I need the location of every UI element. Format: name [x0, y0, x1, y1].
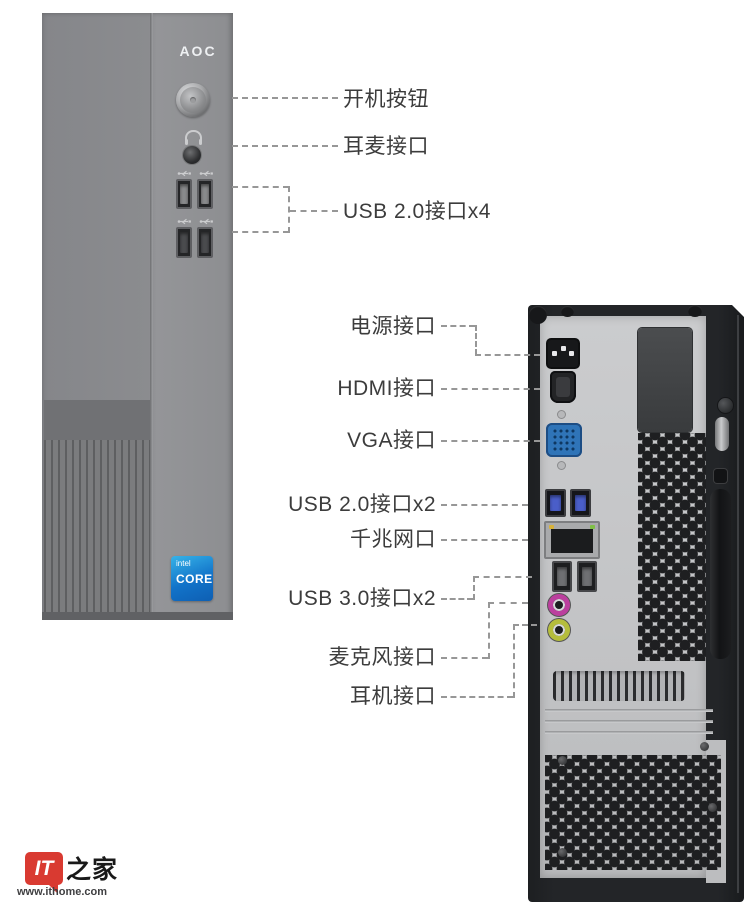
callout-line [473, 576, 475, 600]
front-usb-port [197, 227, 213, 258]
callout-line [475, 325, 477, 355]
vga-screw-post [557, 461, 566, 470]
usb-icon [177, 170, 191, 177]
callout-line [232, 186, 289, 188]
side-panel-latch [715, 417, 729, 451]
usb-icon [177, 218, 191, 225]
headphone-jack [548, 619, 570, 641]
ethernet-led [590, 525, 595, 529]
hex-vent [638, 433, 706, 661]
intel-logo-text: intel [176, 559, 191, 568]
power-pin [561, 346, 566, 351]
front-usb-port [176, 227, 192, 258]
label-power-button: 开机按钮 [343, 88, 429, 111]
rear-usb-black-port [552, 561, 572, 592]
label-power-inlet: 电源接口 [350, 315, 436, 338]
callout-line [513, 624, 515, 698]
hdmi-port [550, 371, 576, 403]
headset-icon [185, 130, 202, 145]
callout-line [441, 539, 528, 541]
vga-screw-post [557, 410, 566, 419]
headset-jack [183, 146, 201, 164]
callout-line [441, 504, 528, 506]
rear-usb-blue-port [545, 489, 566, 517]
front-base-edge [42, 612, 233, 620]
case-screw [529, 306, 547, 324]
vga-port [546, 423, 582, 457]
panel-ridge [545, 709, 713, 712]
psu-hex-vent [545, 755, 721, 870]
power-inlet-port [548, 340, 578, 367]
front-vent-recess [44, 400, 150, 440]
power-pin [569, 351, 574, 356]
ethernet-port [544, 521, 600, 559]
psu-screw [558, 848, 567, 857]
label-usb3-x2: USB 3.0接口x2 [288, 587, 436, 610]
label-usb2-x4: USB 2.0接口x4 [343, 200, 491, 223]
callout-line [441, 696, 513, 698]
ethernet-led [549, 525, 554, 529]
callout-line [441, 325, 475, 327]
callout-line [290, 210, 338, 212]
panel-ridge [545, 720, 713, 723]
callout-line [473, 576, 532, 578]
callout-line [441, 598, 473, 600]
callout-line [441, 440, 540, 442]
usb-icon [199, 170, 213, 177]
case-edge-highlight [737, 315, 739, 893]
front-usb-port [197, 179, 213, 209]
thumbscrew [718, 398, 733, 413]
psu-screw [700, 742, 709, 751]
ithome-logo-text: 之家 [66, 857, 119, 884]
panel-ridge [545, 731, 713, 734]
ithome-logo-tail [48, 884, 58, 894]
callout-line [488, 602, 528, 604]
label-hdmi: HDMI接口 [337, 377, 436, 400]
front-usb-port [176, 179, 192, 209]
pc-rear-view [528, 304, 745, 902]
front-vent-grille [44, 440, 150, 612]
callout-line [288, 186, 290, 233]
power-button-center [190, 97, 196, 103]
microphone-jack [548, 594, 570, 616]
callout-line [513, 624, 537, 626]
power-pin [552, 351, 557, 356]
aoc-logo: AOC [179, 43, 217, 59]
ithome-url: www.ithome.com [17, 886, 108, 898]
callout-line [441, 657, 488, 659]
case-screw [561, 306, 574, 317]
rear-usb-blue-port [570, 489, 591, 517]
power-button [176, 83, 210, 117]
label-headphone: 耳机接口 [350, 685, 436, 708]
label-usb2-x2: USB 2.0接口x2 [288, 493, 436, 516]
psu-screw [708, 803, 717, 812]
core-badge-text: CORE [176, 572, 213, 586]
usb-icon [199, 218, 213, 225]
side-handle-bar [710, 489, 731, 659]
case-screw [688, 305, 702, 317]
case-corner-bevel [731, 304, 745, 318]
kensington-lock-slot [714, 469, 727, 483]
pc-front-view: AOC intel CORE [42, 13, 233, 620]
callout-line [232, 145, 338, 147]
callout-line [232, 231, 289, 233]
label-vga: VGA接口 [347, 429, 436, 452]
callout-line [232, 97, 338, 99]
slot-vent [553, 671, 685, 701]
callout-line [441, 388, 540, 390]
psu-screw [558, 756, 567, 765]
rear-usb-black-port [577, 561, 597, 592]
panel-seam [150, 13, 153, 620]
callout-line [488, 602, 490, 659]
label-headset-jack: 耳麦接口 [343, 135, 429, 158]
label-microphone: 麦克风接口 [328, 646, 436, 669]
expansion-slot-cover [638, 328, 692, 432]
power-button-ring [180, 87, 206, 113]
ithome-logo-box: IT [25, 852, 63, 885]
intel-core-badge: intel CORE [171, 556, 213, 601]
callout-line [475, 354, 540, 356]
label-gigabit-lan: 千兆网口 [350, 528, 436, 551]
